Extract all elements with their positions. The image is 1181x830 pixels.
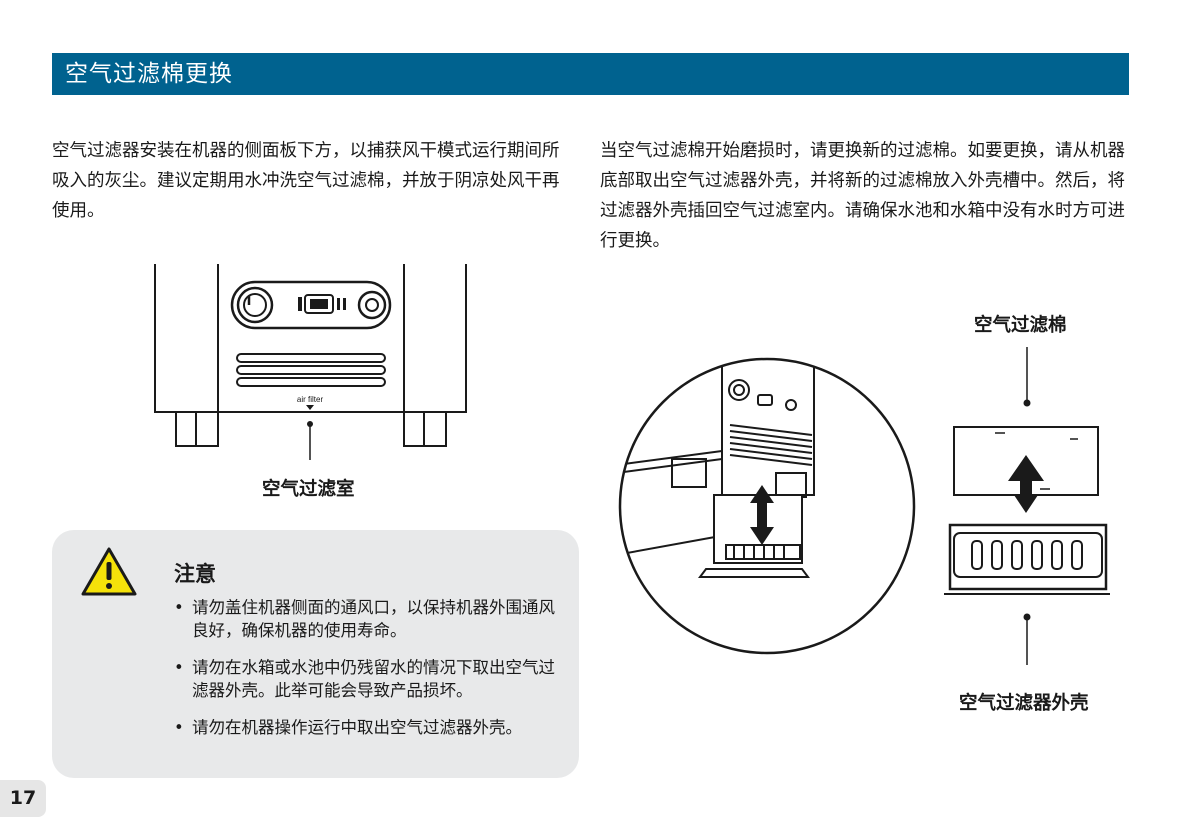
filter-housing-callout: 空气过滤器外壳 <box>959 693 1089 714</box>
caution-list: • 请勿盖住机器侧面的通风口，以保持机器外围通风良好，确保机器的使用寿命。 • … <box>170 596 565 753</box>
bullet: • <box>174 658 184 677</box>
caution-item-text: 请勿盖住机器侧面的通风口，以保持机器外围通风良好，确保机器的使用寿命。 <box>192 598 555 640</box>
device-front-illustration: air filter <box>154 264 467 460</box>
intro-paragraph: 空气过滤器安装在机器的侧面板下方，以捕获风干模式运行期间所吸入的灰尘。建议定期用… <box>52 141 560 221</box>
caution-box: 注意 • 请勿盖住机器侧面的通风口，以保持机器外围通风良好，确保机器的使用寿命。… <box>52 530 579 778</box>
filter-chamber-callout: 空气过滤室 <box>262 479 355 500</box>
page-number: 17 <box>0 780 46 817</box>
caution-item-text: 请勿在水箱或水池中仍残留水的情况下取出空气过滤器外壳。此举可能会导致产品损坏。 <box>192 658 555 700</box>
caution-item: • 请勿盖住机器侧面的通风口，以保持机器外围通风良好，确保机器的使用寿命。 <box>170 596 565 642</box>
filter-removal-zoom-illustration <box>618 357 916 655</box>
bullet: • <box>174 598 184 617</box>
section-title: 空气过滤棉更换 <box>65 61 233 87</box>
bullet: • <box>174 718 184 737</box>
filter-foam-callout: 空气过滤棉 <box>974 315 1067 336</box>
warning-icon <box>81 547 137 596</box>
caution-item: • 请勿在机器操作运行中取出空气过滤器外壳。 <box>170 716 565 739</box>
caution-item-text: 请勿在机器操作运行中取出空气过滤器外壳。 <box>192 718 522 737</box>
caution-item: • 请勿在水箱或水池中仍残留水的情况下取出空气过滤器外壳。此举可能会导致产品损坏… <box>170 656 565 702</box>
air-filter-label: air filter <box>297 395 324 404</box>
filter-parts-diagram <box>944 347 1110 665</box>
replacement-paragraph: 当空气过滤棉开始磨损时，请更换新的过滤棉。如要更换，请从机器底部取出空气过滤器外… <box>600 141 1125 251</box>
caution-title: 注意 <box>174 562 216 586</box>
section-title-banner: 空气过滤棉更换 <box>52 53 1129 95</box>
